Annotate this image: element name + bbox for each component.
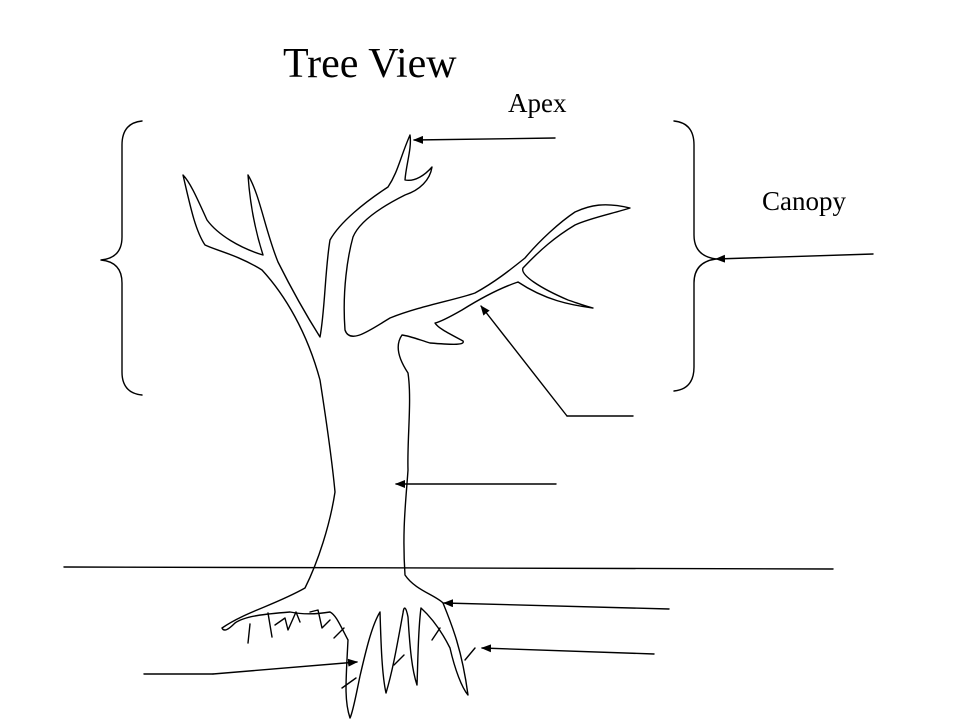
canopy-right-brace [673,120,717,392]
label-canopy: Canopy [762,186,846,216]
root-arrow-left [212,658,358,675]
root-scribbles [247,609,476,689]
root-arrow-lower [481,644,655,655]
tree-outline [182,134,631,719]
apex-arrow [413,135,556,144]
branch-arrow [480,305,568,417]
ground-line [63,566,834,570]
diagram-title: Tree View [283,41,457,87]
canopy-left-brace [100,120,143,396]
label-apex: Apex [508,88,567,118]
root-arrow-upper [443,599,670,610]
canopy-arrow [715,253,874,263]
